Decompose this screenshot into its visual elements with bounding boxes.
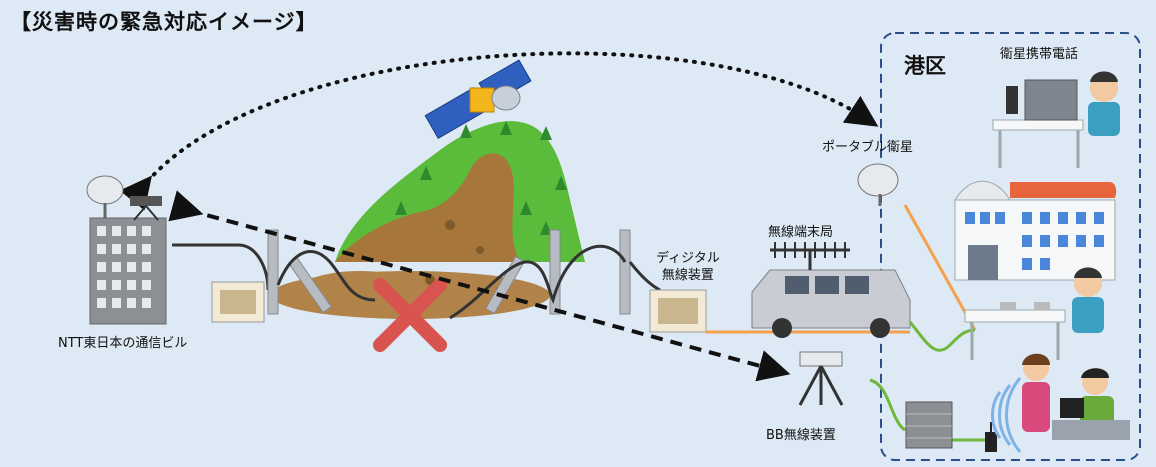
router-icon [985, 422, 997, 452]
radio-device-icon [211, 281, 265, 323]
wireless-terminal-label: 無線端末局 [768, 225, 834, 240]
ntt-building-icon [89, 217, 167, 325]
satellite-dish-icon [86, 175, 124, 218]
area-boundary [880, 32, 1141, 461]
staff-icon [1022, 353, 1050, 432]
digital-radio-label-line2: 無線装置 [661, 268, 714, 283]
antenna-icon [770, 242, 850, 270]
portable-satellite-label: ポータブル衛星 [822, 140, 914, 155]
tripod-radio-icon [130, 196, 162, 221]
satellite-link-arc [119, 51, 879, 211]
desk-phone-icon [964, 302, 1066, 360]
area-label: 港区 [904, 54, 946, 78]
desk-phone-icon [992, 79, 1084, 168]
green-link-line-2 [869, 378, 906, 432]
radio-device-icon [649, 289, 707, 333]
digital-radio-label-line1: ディジタル [656, 251, 720, 266]
bb-radio-label: BB無線装置 [766, 428, 836, 443]
wifi-waves-icon [991, 377, 1022, 453]
server-rack-icon [905, 401, 953, 449]
van-icon [751, 269, 911, 338]
orange-link-line-2 [903, 204, 977, 331]
government-office-icon [954, 180, 1117, 281]
staff-icon [1052, 368, 1130, 440]
tripod-radio-icon [798, 351, 844, 406]
bb-link-arrow [168, 190, 791, 382]
ntt-building-label: NTT東日本の通信ビル [58, 336, 188, 351]
green-link-line [908, 321, 976, 352]
digital-radio-label: ディジタル 無線装置 [656, 250, 720, 284]
phone-operator-icon [1072, 267, 1104, 333]
page-title: 【災害時の緊急対応イメージ】 [10, 10, 318, 34]
satellite-dish-icon [857, 163, 899, 206]
satellite-phone-label: 衛星携帯電話 [1000, 47, 1079, 62]
phone-operator-icon [1088, 71, 1120, 136]
